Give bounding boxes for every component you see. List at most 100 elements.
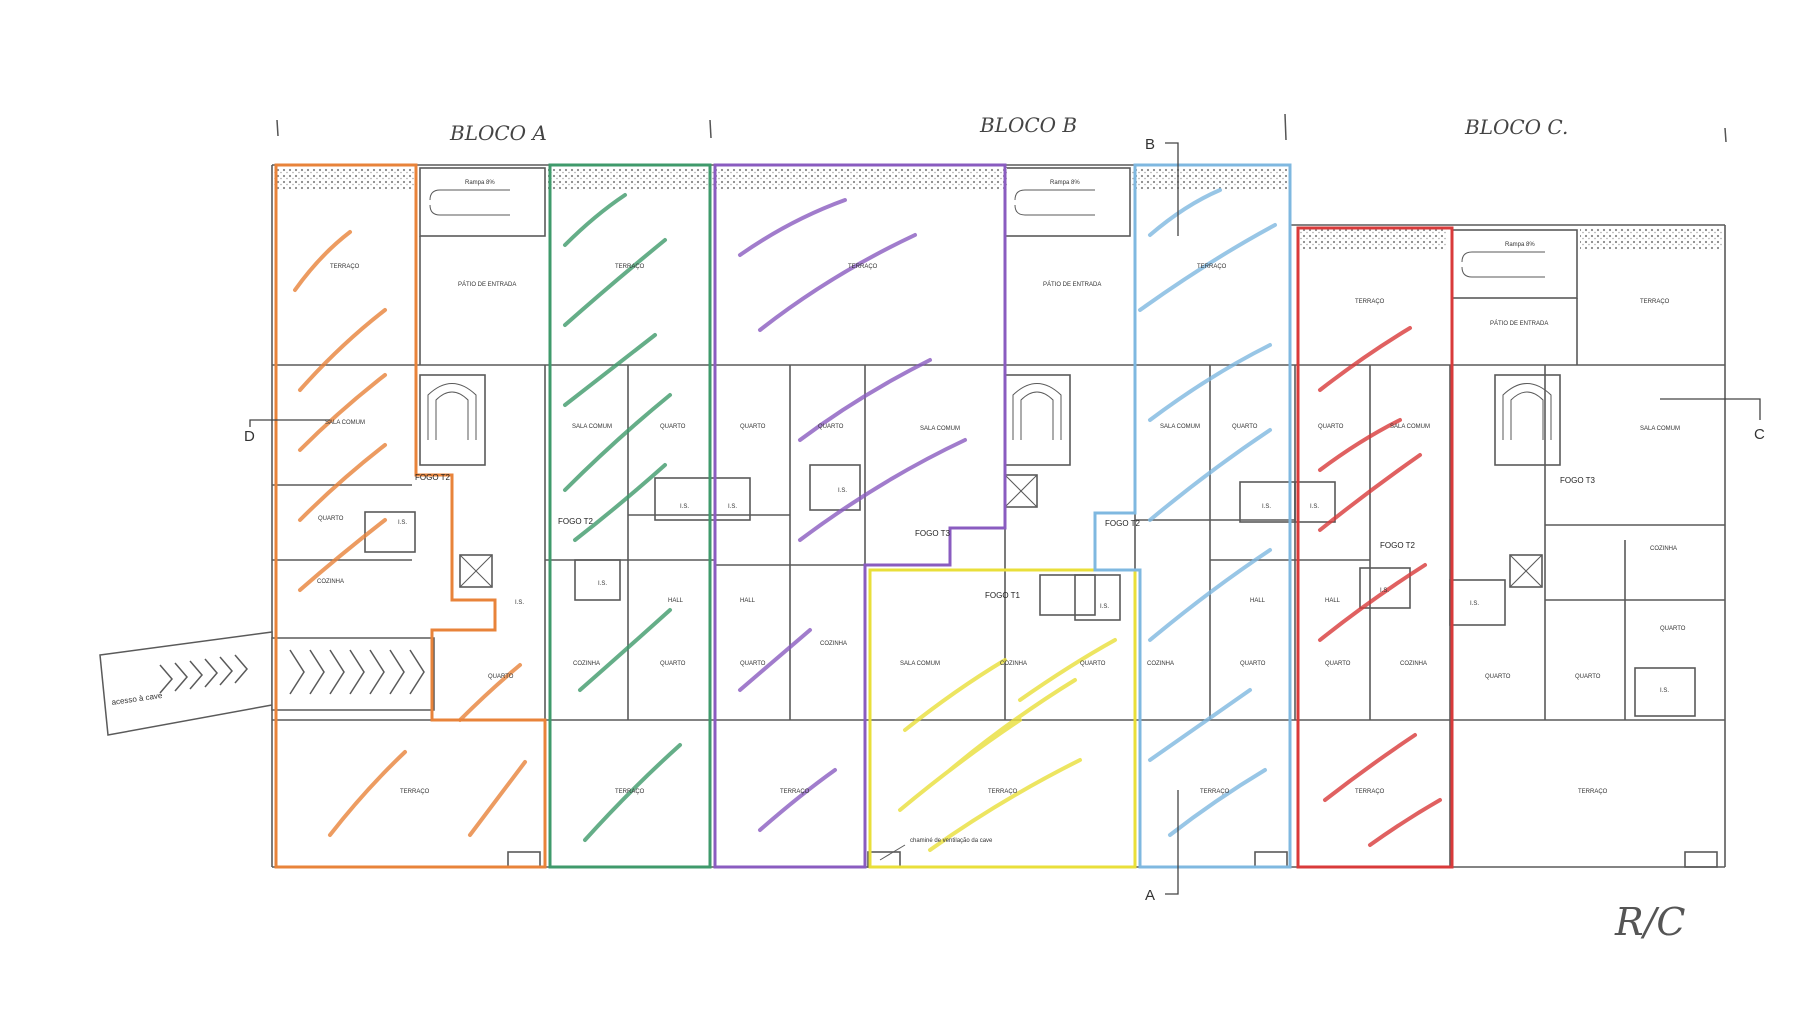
floor-mark: R/C: [1614, 900, 1686, 944]
room-label: TERRAÇO: [1200, 789, 1230, 795]
room-label: QUARTO: [1660, 626, 1686, 632]
room-label: QUARTO: [1485, 674, 1511, 680]
section-markers: B A D C: [244, 136, 1765, 904]
room-label: QUARTO: [1575, 674, 1601, 680]
fogo-t1-b-label: FOGO T1: [985, 591, 1021, 600]
room-label: I.S.: [838, 488, 847, 494]
fogo-outline-blue: [1093, 163, 1292, 869]
fogo-outline-yellow: [868, 568, 1137, 869]
room-label: QUARTO: [318, 516, 344, 522]
room-label: QUARTO: [740, 424, 766, 430]
fogo-t2-a-label: FOGO T2: [415, 473, 451, 482]
room-label: TERRAÇO: [1578, 789, 1608, 795]
fogo-t2-c-label: FOGO T2: [1380, 541, 1416, 550]
room-label: QUARTO: [488, 674, 514, 680]
fogo-outline-red: [1296, 226, 1454, 869]
room-label: I.S.: [1470, 601, 1479, 607]
section-mark-b: B: [1145, 136, 1155, 153]
room-label: I.S.: [680, 504, 689, 510]
heading-bloco-b: BLOCO B: [979, 113, 1077, 137]
building-outline: [271, 164, 1726, 868]
room-label: TERRAÇO: [1355, 789, 1385, 795]
room-label: COZINHA: [1147, 661, 1174, 667]
room-label: QUARTO: [1232, 424, 1258, 430]
room-label: QUARTO: [1318, 424, 1344, 430]
room-label: SALA COMUM: [900, 661, 940, 667]
room-label: SALA COMUM: [325, 420, 365, 426]
room-label: QUARTO: [1240, 661, 1266, 667]
room-label: PÁTIO DE ENTRADA: [1490, 320, 1548, 327]
room-label: I.S.: [1660, 688, 1669, 694]
room-label: TERRAÇO: [780, 789, 810, 795]
room-label: TERRAÇO: [1355, 299, 1385, 305]
ramp-label: Rampa 8%: [1050, 180, 1080, 186]
room-label: COZINHA: [1650, 546, 1677, 552]
fogo-outline-green: [548, 163, 712, 869]
fogo-t2-b-label: FOGO T2: [1105, 519, 1141, 528]
room-label: QUARTO: [818, 424, 844, 430]
room-label: SALA COMUM: [1390, 424, 1430, 430]
room-label: COZINHA: [317, 579, 344, 585]
room-label: TERRAÇO: [615, 264, 645, 270]
room-label: SALA COMUM: [1640, 426, 1680, 432]
room-label: SALA COMUM: [920, 426, 960, 432]
room-label: I.S.: [1262, 504, 1271, 510]
room-label: I.S.: [728, 504, 737, 510]
room-label: I.S.: [598, 581, 607, 587]
stair-icons: [427, 383, 1552, 440]
fogo-t2-a2-label: FOGO T2: [558, 517, 594, 526]
room-label: QUARTO: [740, 661, 766, 667]
fogo-outline-orange: [274, 163, 547, 869]
room-label: QUARTO: [660, 424, 686, 430]
heading-bloco-c: BLOCO C.: [1464, 115, 1568, 139]
room-label: TERRAÇO: [1197, 264, 1227, 270]
room-label: I.S.: [1100, 604, 1109, 610]
room-label: I.S.: [398, 520, 407, 526]
room-label: I.S.: [1380, 588, 1389, 594]
elevator-marks: [459, 474, 1543, 588]
fogo-outlines: [274, 163, 1454, 869]
ramp-icons: [429, 189, 1545, 278]
section-mark-c: C: [1754, 426, 1765, 443]
section-mark-a: A: [1145, 887, 1155, 904]
fogo-t3-c-label: FOGO T3: [1560, 476, 1596, 485]
room-label: QUARTO: [1080, 661, 1106, 667]
vent-note: chaminé de ventilação da cave: [910, 838, 993, 844]
heading-bloco-a: BLOCO A: [449, 121, 547, 145]
fogo-t3-b-label: FOGO T3: [915, 529, 951, 538]
room-label: PÁTIO DE ENTRADA: [1043, 281, 1101, 288]
ramp-label: Rampa 8%: [465, 180, 495, 186]
room-label: COZINHA: [1000, 661, 1027, 667]
room-label: HALL: [1250, 598, 1266, 604]
planters: [274, 168, 1722, 250]
block-headings: BLOCO A BLOCO B BLOCO C.: [276, 113, 1727, 145]
fogo-labels: FOGO T2 FOGO T2 FOGO T3 FOGO T1 FOGO T2 …: [415, 473, 1596, 600]
room-label: I.S.: [515, 600, 524, 606]
room-label: TERRAÇO: [400, 789, 430, 795]
fogo-outline-purple: [713, 163, 1007, 869]
room-label: PÁTIO DE ENTRADA: [458, 281, 516, 288]
room-label: TERRAÇO: [330, 264, 360, 270]
room-label: COZINHA: [573, 661, 600, 667]
room-label: TERRAÇO: [615, 789, 645, 795]
room-label: HALL: [740, 598, 756, 604]
room-label: HALL: [1325, 598, 1341, 604]
room-label: COZINHA: [1400, 661, 1427, 667]
room-label: HALL: [668, 598, 684, 604]
room-label: QUARTO: [660, 661, 686, 667]
ramp-labels: Rampa 8% Rampa 8% Rampa 8%: [465, 180, 1535, 248]
room-label: SALA COMUM: [572, 424, 612, 430]
vent-leader: [879, 844, 906, 861]
room-label: TERRAÇO: [848, 264, 878, 270]
hatch-strokes: [293, 188, 1442, 852]
room-label: COZINHA: [820, 641, 847, 647]
room-label: QUARTO: [1325, 661, 1351, 667]
section-mark-d: D: [244, 428, 255, 445]
room-label: SALA COMUM: [1160, 424, 1200, 430]
room-label: I.S.: [1310, 504, 1319, 510]
room-label: TERRAÇO: [988, 789, 1018, 795]
ramp-label: Rampa 8%: [1505, 242, 1535, 248]
basement-access: acesso à cave: [99, 631, 435, 736]
room-labels: TERRAÇO TERRAÇO TERRAÇO TERRAÇO TERRAÇO …: [317, 264, 1686, 844]
